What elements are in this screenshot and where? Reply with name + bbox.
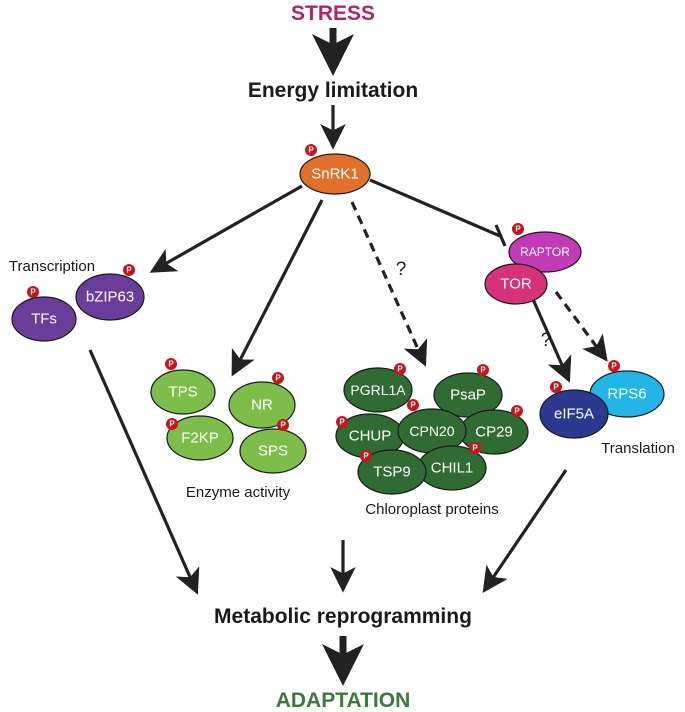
- bzip63-node: bZIP63 P: [75, 264, 145, 321]
- phospho-label: P: [30, 288, 36, 297]
- tor-node: TOR: [484, 263, 548, 305]
- cp29-label: CP29: [475, 424, 513, 441]
- transcription-to-metabolic-arrow: [88, 349, 200, 595]
- psap-node: PsaP P: [433, 364, 503, 418]
- chup-label: CHUP: [349, 428, 392, 445]
- phospho-label: P: [168, 360, 174, 369]
- snrk1-label: SnRK1: [311, 166, 359, 183]
- sps-label: SPS: [258, 443, 288, 460]
- f2kp-node: F2KP P: [166, 415, 234, 461]
- tps-node: TPS P: [150, 358, 216, 415]
- psap-label: PsaP: [450, 387, 486, 404]
- phospho-label: P: [169, 420, 175, 429]
- transcription-caption: Transcription: [9, 258, 95, 275]
- snrk1-to-enzymes-arrow: [231, 199, 324, 377]
- sps-node: SPS P: [239, 419, 307, 474]
- cpn20-node: CPN20 P: [397, 399, 467, 454]
- phospho-label: P: [280, 421, 286, 430]
- inhibition-bar: [494, 224, 507, 247]
- phospho-label: P: [514, 407, 520, 416]
- rps6-label: RPS6: [607, 386, 646, 403]
- tps-label: TPS: [168, 384, 197, 401]
- translation-caption: Translation: [601, 440, 675, 457]
- phospho-label: P: [472, 444, 478, 453]
- tor-label: TOR: [500, 276, 532, 293]
- tsp9-label: TSP9: [373, 464, 411, 481]
- pgrl1a-label: PGRL1A: [350, 382, 406, 398]
- cpn20-label: CPN20: [409, 423, 454, 439]
- tsp9-node: TSP9 P: [357, 449, 427, 495]
- phospho-label: P: [611, 362, 617, 371]
- bzip63-label: bZIP63: [86, 289, 134, 306]
- snrk1-node: SnRK1 P: [299, 144, 371, 195]
- snrk1-to-transcription-arrow: [149, 184, 303, 273]
- tfs-node: TFs P: [11, 286, 77, 342]
- phospho-label: P: [553, 383, 559, 392]
- raptor-label: RAPTOR: [520, 245, 570, 259]
- tfs-label: TFs: [31, 311, 57, 328]
- metabolic-reprogramming-label: Metabolic reprogramming: [214, 605, 472, 628]
- phospho-label: P: [480, 366, 486, 375]
- chil1-label: CHIL1: [431, 460, 474, 477]
- question-mark-eif5a: ?: [541, 330, 552, 351]
- enzyme-activity-caption: Enzyme activity: [186, 484, 291, 501]
- phospho-label: P: [339, 418, 345, 427]
- nr-label: NR: [251, 397, 273, 414]
- adaptation-label: ADAPTATION: [276, 689, 411, 712]
- tor-to-rps6-arrow: [554, 291, 608, 362]
- raptor-node: RAPTOR P: [508, 223, 582, 273]
- phospho-label: P: [515, 225, 521, 234]
- pgrl1a-node: PGRL1A P: [343, 363, 413, 413]
- phospho-label: P: [397, 365, 403, 374]
- chloroplast-proteins-caption: Chloroplast proteins: [365, 501, 498, 518]
- chup-node: CHUP P: [335, 413, 405, 459]
- snrk1-to-chloroplast-arrow: [350, 201, 428, 367]
- phospho-marker: [305, 144, 317, 156]
- phospho-label: P: [126, 266, 132, 275]
- f2kp-label: F2KP: [181, 430, 219, 447]
- phospho-label: P: [410, 401, 416, 410]
- phospho-label: P: [275, 374, 281, 383]
- energy-limitation-label: Energy limitation: [248, 79, 418, 102]
- phospho-label: P: [308, 146, 314, 155]
- tor-to-eif5a-arrow: [530, 296, 572, 383]
- stress-label: STRESS: [291, 2, 375, 25]
- translation-to-metabolic-arrow: [482, 469, 568, 593]
- eif5a-label: eIF5A: [554, 406, 594, 423]
- phospho-label: P: [363, 452, 369, 461]
- eif5a-node: eIF5A P: [539, 381, 609, 439]
- snrk1-inhibits-tor-line: [369, 178, 501, 238]
- nr-node: NR P: [228, 372, 296, 429]
- question-mark-chloroplast: ?: [396, 259, 407, 280]
- rps6-node: RPS6 P: [589, 360, 665, 418]
